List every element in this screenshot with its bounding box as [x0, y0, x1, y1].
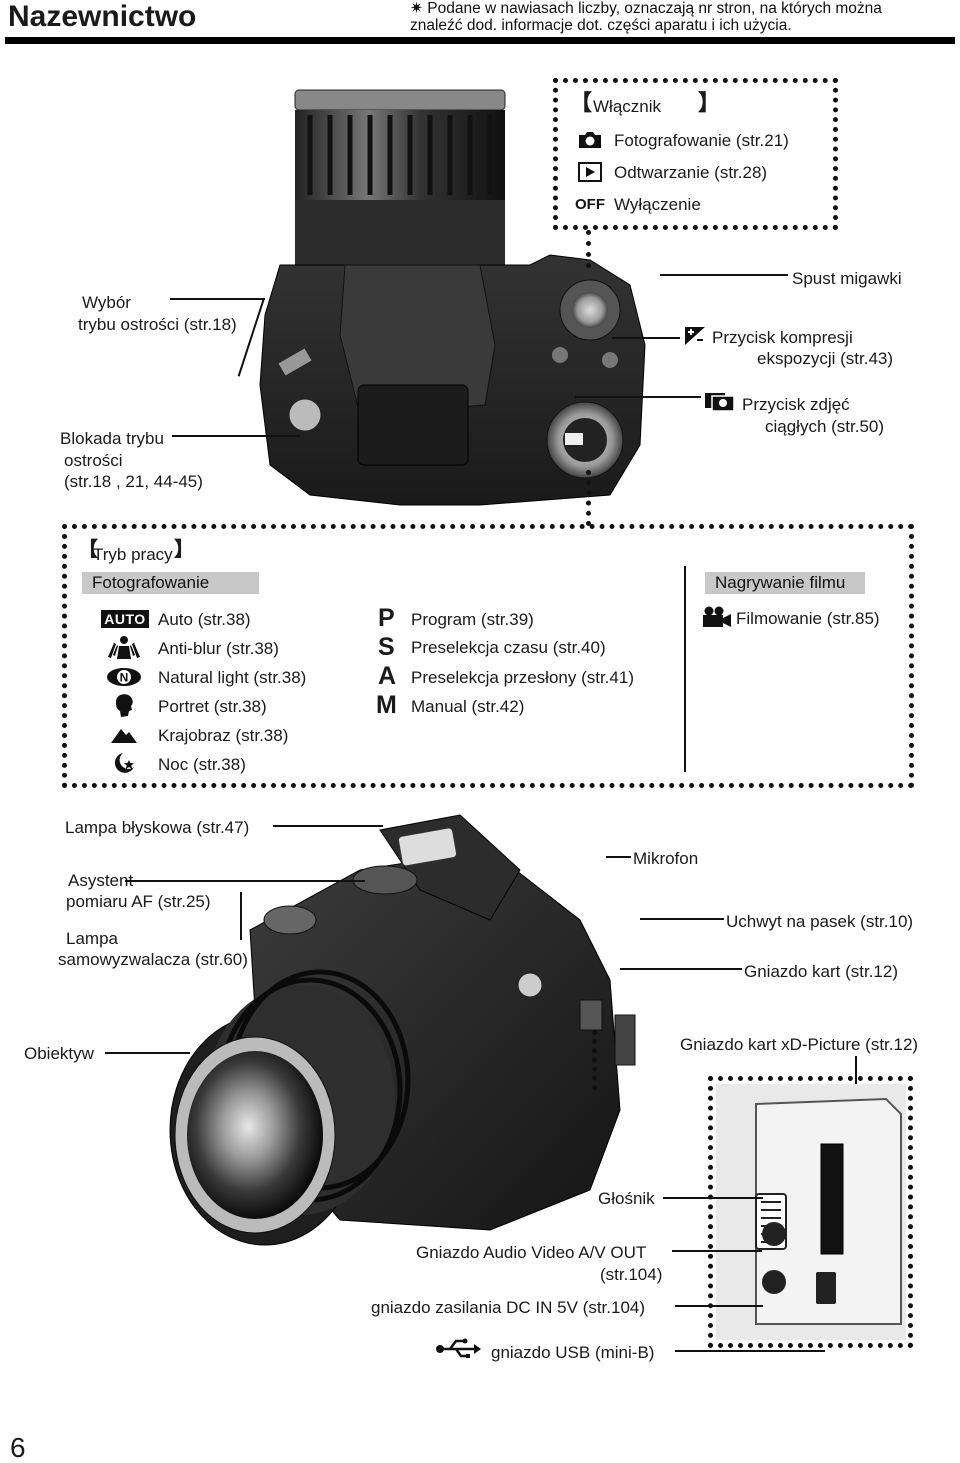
focus-lock-label-2: ostrości — [64, 451, 123, 470]
camera-front-view-image — [169, 814, 636, 1246]
power-item-off: Wyłączenie — [614, 195, 701, 214]
af-assist-leader — [125, 880, 365, 882]
lens-label: Obiektyw — [24, 1044, 94, 1063]
modes-title: Tryb pracy — [93, 545, 173, 564]
focus-mode-label-1: Wybór — [82, 293, 131, 312]
strap-leader — [640, 918, 724, 920]
usb-leader — [675, 1350, 825, 1352]
port-panel-image — [716, 1084, 906, 1340]
landscape-icon — [102, 724, 146, 746]
port-panel-connector — [592, 1030, 597, 1090]
focus-lock-label-1: Blokada trybu — [60, 429, 164, 448]
photo-mode-header: Fotografowanie — [82, 572, 259, 594]
continuous-label-1: Przycisk zdjęć — [742, 395, 850, 414]
auto-icon: AUTO — [100, 608, 150, 630]
camera-icon — [568, 129, 612, 151]
mode-shutter-priority: Preselekcja czasu (str.40) — [411, 638, 606, 657]
focus-lock-label-3: (str.18 , 21, 44-45) — [64, 472, 203, 491]
mode-dial-leader — [586, 470, 591, 526]
mode-natural-light: Natural light (str.38) — [158, 668, 307, 687]
night-icon — [102, 752, 146, 774]
flash-leader — [273, 825, 383, 827]
continuous-leader — [575, 396, 701, 398]
lens-leader — [105, 1052, 190, 1054]
self-timer-label-1: Lampa — [66, 929, 118, 948]
movie-mode-header: Nagrywanie filmu — [705, 572, 865, 594]
usb-label: gniazdo USB (mini-B) — [491, 1343, 655, 1362]
modes-divider — [684, 566, 686, 772]
exposure-leader — [612, 337, 680, 339]
focus-mode-leader — [170, 298, 265, 300]
exposure-comp-icon — [680, 325, 710, 347]
exposure-label-2: ekspozycji (str.43) — [757, 349, 894, 368]
dc-in-leader — [675, 1305, 763, 1307]
program-letter-icon: P — [378, 604, 395, 632]
mode-landscape: Krajobraz (str.38) — [158, 726, 289, 745]
mode-portrait: Portret (str.38) — [158, 697, 267, 716]
mode-movie: Filmowanie (str.85) — [736, 609, 880, 628]
self-timer-leader-vertical — [240, 892, 242, 940]
shutter-label: Spust migawki — [792, 269, 902, 288]
speaker-label: Głośnik — [598, 1189, 655, 1208]
bracket-left: 【 — [78, 539, 98, 561]
bracket-right: 】 — [174, 539, 194, 561]
mode-auto: Auto (str.38) — [158, 610, 251, 629]
natural-light-icon: N — [102, 666, 146, 688]
off-icon: OFF — [575, 195, 605, 213]
av-out-label-1: Gniazdo Audio Video A/V OUT — [416, 1243, 647, 1262]
power-leader — [586, 230, 591, 268]
av-out-label-2: (str.104) — [600, 1265, 663, 1284]
mode-night: Noc (str.38) — [158, 755, 246, 774]
power-item-playback: Odtwarzanie (str.28) — [614, 163, 768, 182]
power-switch-box — [553, 78, 838, 230]
self-timer-label-2: samowyzwalacza (str.60) — [58, 950, 248, 969]
manual-letter-icon: M — [376, 691, 397, 719]
shooting-modes-box — [62, 524, 914, 788]
aperture-priority-letter-icon: A — [378, 662, 397, 690]
xd-slot-label: Gniazdo kart xD-Picture (str.12) — [680, 1035, 919, 1054]
mode-aperture-priority: Preselekcja przesłony (str.41) — [411, 668, 634, 687]
header-rule — [5, 37, 955, 44]
header-note-line2: znaleźć dod. informacje dot. części apar… — [410, 17, 792, 34]
power-switch-title: Włącznik — [593, 97, 662, 116]
card-slot-leader — [620, 968, 742, 970]
microphone-label: Mikrofon — [633, 849, 699, 868]
header-note-line1: ✷ Podane w nawiasach liczby, oznaczają n… — [410, 0, 882, 17]
portrait-icon — [102, 694, 146, 717]
playback-icon — [568, 161, 612, 183]
mode-program: Program (str.39) — [411, 610, 534, 629]
anti-blur-icon — [102, 636, 146, 659]
continuous-label-2: ciągłych (str.50) — [765, 417, 885, 436]
port-panel-box — [708, 1076, 913, 1348]
bracket-left: 【 — [570, 90, 593, 115]
af-assist-label-1: Asystent — [68, 871, 134, 890]
bracket-right: 】 — [698, 90, 721, 115]
speaker-leader — [663, 1197, 763, 1199]
page-number: 6 — [10, 1432, 26, 1463]
focus-mode-label-2: trybu ostrości (str.18) — [78, 315, 237, 334]
page-title: Nazewnictwo — [8, 0, 197, 33]
flash-label: Lampa błyskowa (str.47) — [65, 818, 250, 837]
strap-label: Uchwyt na pasek (str.10) — [726, 912, 914, 931]
focus-lock-leader — [172, 435, 300, 437]
mode-manual: Manual (str.42) — [411, 697, 525, 716]
shutter-priority-letter-icon: S — [378, 633, 395, 661]
continuous-shot-icon — [702, 390, 738, 412]
microphone-leader — [606, 856, 631, 858]
power-item-shooting: Fotografowanie (str.21) — [614, 131, 789, 150]
dc-in-label: gniazdo zasilania DC IN 5V (str.104) — [371, 1298, 646, 1317]
card-slot-label: Gniazdo kart (str.12) — [744, 962, 899, 981]
av-out-leader — [672, 1250, 762, 1252]
af-assist-label-2: pomiaru AF (str.25) — [66, 892, 211, 911]
mode-anti-blur: Anti-blur (str.38) — [158, 639, 279, 658]
shutter-leader — [660, 274, 788, 276]
camera-top-view-image — [259, 89, 646, 506]
svg-text:N: N — [120, 671, 129, 685]
usb-icon — [433, 1338, 483, 1360]
exposure-label-1: Przycisk kompresji — [712, 328, 853, 347]
movie-camera-icon — [700, 606, 734, 628]
